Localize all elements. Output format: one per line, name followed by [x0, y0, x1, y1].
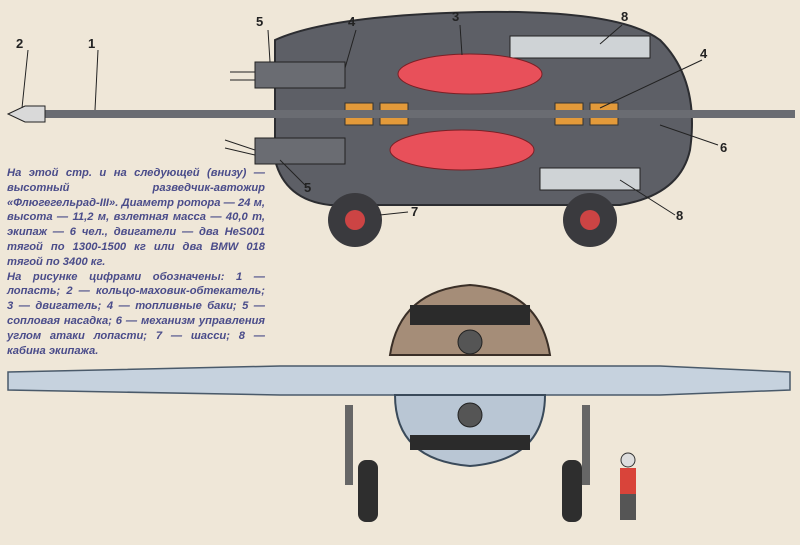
canopy-windows	[410, 305, 530, 325]
landing-gear-left	[345, 405, 353, 485]
label-4-right: 4	[700, 46, 708, 61]
label-5-lower: 5	[304, 180, 312, 195]
caption-legend: На рисунке цифрами обозначены: 1 — лопас…	[7, 270, 265, 357]
label-8: 8	[621, 9, 629, 24]
wheel-hub	[580, 210, 600, 230]
wheel-right	[562, 460, 582, 522]
wheel-left	[358, 460, 378, 522]
intake-lower	[457, 402, 483, 428]
crew-figure	[620, 452, 636, 520]
cockpit-windows-top	[509, 35, 651, 59]
engine-bottom	[389, 129, 535, 171]
label-5: 5	[256, 14, 264, 29]
caption: На этой стр. и на следующей (внизу) — вы…	[7, 166, 265, 358]
label-6: 6	[720, 140, 728, 155]
engine-top	[397, 53, 543, 95]
wheel-hub	[345, 210, 365, 230]
label-8-lower: 8	[676, 208, 684, 223]
nozzle-top	[254, 61, 346, 89]
flywheel-ring-fairing	[6, 105, 46, 123]
intake-upper	[457, 329, 483, 355]
label-1: 1	[88, 36, 96, 51]
nozzle-bottom	[254, 137, 346, 165]
front-view	[7, 283, 791, 522]
label-2: 2	[16, 36, 24, 51]
fuselage-side	[274, 10, 693, 206]
wing	[7, 365, 791, 396]
landing-gear-right	[582, 405, 590, 485]
caption-description: На этой стр. и на следующей (внизу) — вы…	[7, 167, 265, 268]
label-3: 3	[452, 9, 460, 24]
cockpit-windows-bottom	[539, 167, 641, 191]
lower-windows	[410, 435, 530, 450]
label-4: 4	[348, 14, 356, 29]
label-7: 7	[411, 204, 419, 219]
side-view	[6, 10, 795, 247]
